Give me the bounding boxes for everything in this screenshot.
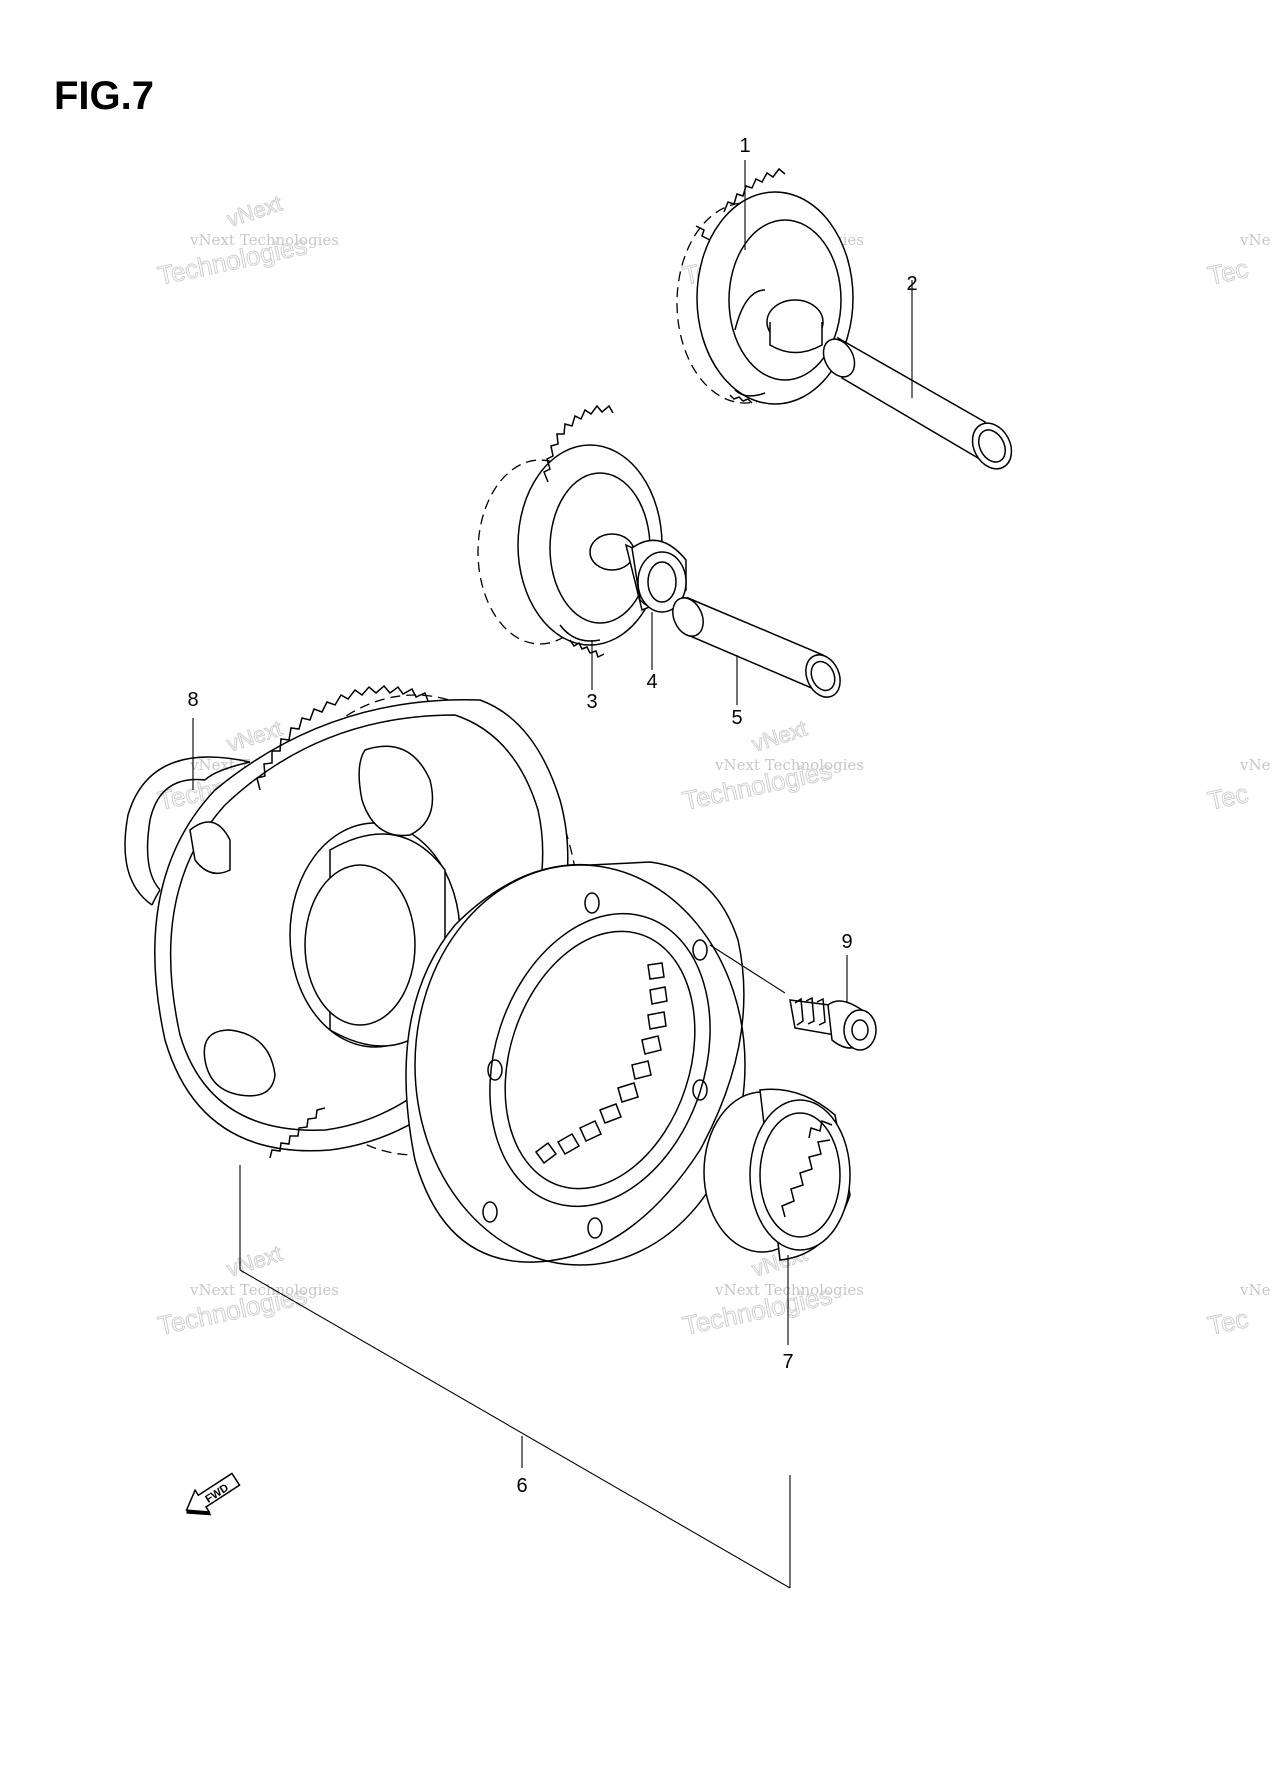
part-5-gear-shaft xyxy=(672,596,841,705)
watermark-text: Tec xyxy=(1205,778,1251,816)
watermark-text: vNe xyxy=(1239,1281,1271,1299)
callout-1: 1 xyxy=(739,135,750,157)
part-8-washer xyxy=(124,718,251,906)
assembly-bracket-6 xyxy=(239,1269,791,1589)
part-4-bushing xyxy=(624,539,687,670)
clutch-rollers xyxy=(534,962,668,1165)
figure-title: FIG.7 xyxy=(54,74,155,118)
watermark: vNext vNext Technologies Technologies xyxy=(155,190,340,291)
watermark: vNext vNext Technologies Technologies xyxy=(155,1240,340,1341)
watermark-cut: vNe Tec xyxy=(1205,756,1271,816)
callout-labels: 1 2 3 4 5 6 7 8 9 xyxy=(187,135,917,1497)
watermark-text: vNext xyxy=(224,191,285,232)
watermark-text: vNe xyxy=(1239,756,1271,774)
watermark: vNext vNext Technologies Technologies xyxy=(680,715,865,816)
watermark-text: vNext Technologies xyxy=(189,231,339,249)
watermark-text: vNext Technologies xyxy=(714,1281,864,1299)
part-7-needle-bearing xyxy=(703,1088,851,1345)
watermark-text: vNe xyxy=(1239,231,1271,249)
part-1-idle-gear xyxy=(676,160,854,405)
watermark-cut: vNe Tec xyxy=(1205,231,1271,291)
watermark-text: vNext Technologies xyxy=(714,756,864,774)
watermark-text: vNext xyxy=(749,716,810,757)
watermark: vNext vNext Technologies Technologies xyxy=(680,1240,865,1341)
callout-2: 2 xyxy=(906,273,917,295)
callout-9: 9 xyxy=(841,931,852,953)
watermark-text: Tec xyxy=(1205,1303,1251,1341)
watermark-cut: vNe Tec xyxy=(1205,1281,1271,1341)
callout-8: 8 xyxy=(187,689,198,711)
callout-4: 4 xyxy=(646,671,657,693)
callout-5: 5 xyxy=(731,707,742,729)
part-3-gear xyxy=(477,404,663,690)
fwd-arrow-shadow xyxy=(186,1510,212,1516)
callout-6: 6 xyxy=(516,1475,527,1497)
part-9-bolt xyxy=(709,944,877,1051)
watermark-text: Tec xyxy=(1205,253,1251,291)
forward-direction-indicator: FWD xyxy=(185,1472,241,1516)
fwd-arrow-icon xyxy=(185,1472,241,1513)
callout-3: 3 xyxy=(586,691,597,713)
callout-7: 7 xyxy=(782,1351,793,1373)
watermark-text: vNext Technologies xyxy=(189,1281,339,1299)
watermark-text: vNext xyxy=(224,1241,285,1282)
part-2-idle-gear-shaft xyxy=(822,280,1013,470)
part-6-one-way-clutch xyxy=(405,861,746,1266)
